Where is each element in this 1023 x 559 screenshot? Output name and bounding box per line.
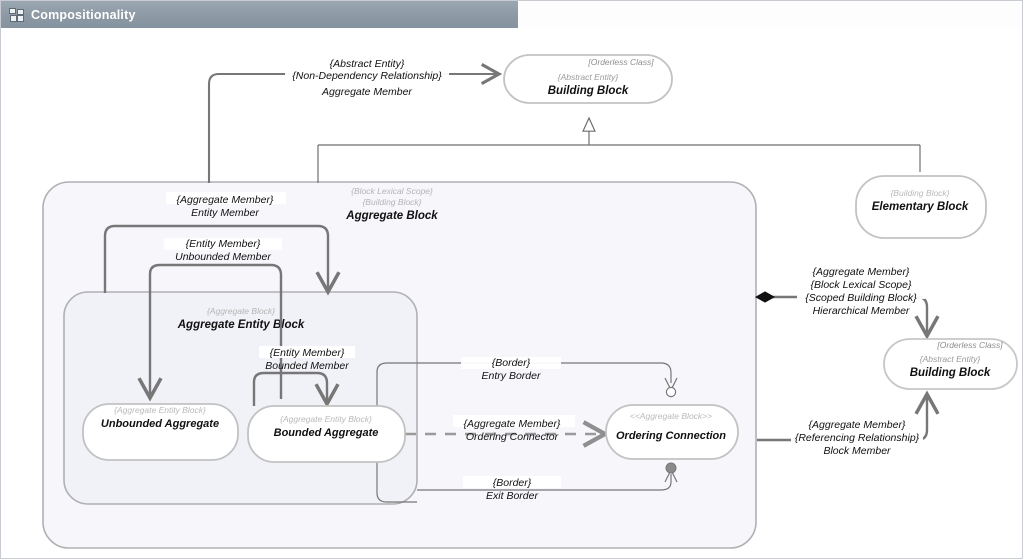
window-title: Compositionality [31,7,136,22]
bounded-aggregate-stereotype: {Aggregate Entity Block} [280,414,372,424]
bounded-aggregate-name: Bounded Aggregate [274,427,379,439]
edge-exit-border-line1: {Border} [493,477,532,489]
node-ordering-connection[interactable]: <<Aggregate Block>> Ordering Connection [605,404,739,460]
edge-bounded-member-line1: {Entity Member} [270,347,345,359]
edge-exit-border[interactable]: {Border} Exit Border [417,462,678,502]
edge-block-member-line3: Block Member [823,445,891,457]
composite-nodes-icon [9,7,24,22]
composition-diamond [754,291,776,303]
edge-bounded-member[interactable]: {Entity Member} Bounded Member [252,346,355,408]
edge-entry-border-line1: {Border} [492,357,531,369]
container-aggregate-entity-block[interactable]: {Aggregate Block} Aggregate Entity Block [63,291,418,505]
ordering-connection-name: Ordering Connection [616,430,726,442]
edge-unbounded-member[interactable]: {Entity Member} Unbounded Member [137,238,283,402]
node-bounded-aggregate[interactable]: {Aggregate Entity Block} Bounded Aggrega… [247,405,406,463]
aggregate-block-stereotype-1: {Block Lexical Scope} [351,186,433,196]
edge-hierarchical-member-line4: Hierarchical Member [813,305,910,317]
elementary-block-stereotype: {Building Block} [890,188,949,198]
building-block-right-keyword: [Orderless Class] [936,340,1003,350]
node-unbounded-aggregate[interactable]: {Aggregate Entity Block} Unbounded Aggre… [82,403,239,461]
edge-aggregate-member-top-line2: {Non-Dependency Relationship} [292,70,442,82]
elementary-block-name: Elementary Block [872,201,969,213]
aggregate-entity-block-stereotype: {Aggregate Block} [207,306,275,316]
diagram-canvas[interactable]: {Block Lexical Scope} {Building Block} A… [1,28,1022,558]
ordering-connection-stereotype: <<Aggregate Block>> [630,411,712,421]
edge-ordering-connector-line2: Ordering Connector [466,431,559,443]
node-building-block-right[interactable]: [Orderless Class] {Abstract Entity} Buil… [883,338,1018,390]
edge-unbounded-member-line2: Unbounded Member [175,251,271,263]
edge-entity-member-line2: Entity Member [191,207,259,219]
edge-block-member[interactable]: {Aggregate Member} {Referencing Relation… [757,390,940,457]
building-block-right-name: Building Block [910,367,991,379]
building-block-top-name: Building Block [548,85,629,97]
edge-block-member-line1: {Aggregate Member} [809,419,906,431]
edge-aggregate-member-top-line1: {Abstract Entity} [330,58,405,70]
edge-entry-border-line2: Entry Border [482,370,541,382]
edge-hierarchical-member-line3: {Scoped Building Block} [805,292,917,304]
node-building-block-top[interactable]: [Orderless Class] {Abstract Entity} Buil… [503,54,673,104]
generalization-tree[interactable] [317,116,921,183]
diagram-svg: {Block Lexical Scope} {Building Block} A… [42,54,1018,549]
edge-hierarchical-member-line1: {Aggregate Member} [813,266,910,278]
edge-unbounded-member-line1: {Entity Member} [186,238,261,250]
window-titlebar[interactable]: Compositionality [1,1,518,28]
edge-entity-member-line1: {Aggregate Member} [177,194,274,206]
building-block-right-stereotype: {Abstract Entity} [920,354,981,364]
entry-border-hollow-ball [665,386,677,398]
edge-hierarchical-member-line2: {Block Lexical Scope} [811,279,912,291]
node-elementary-block[interactable]: {Building Block} Elementary Block [855,175,987,239]
edge-aggregate-member-top-line3: Aggregate Member [321,86,412,98]
aggregate-entity-block-name: Aggregate Entity Block [177,319,305,331]
edge-block-member-line2: {Referencing Relationship} [795,432,920,444]
building-block-top-keyword: [Orderless Class] [587,57,654,67]
edge-aggregate-member-top[interactable]: {Abstract Entity} {Non-Dependency Relati… [207,58,503,183]
unbounded-aggregate-name: Unbounded Aggregate [101,418,219,430]
edge-bounded-member-line2: Bounded Member [265,360,349,372]
edge-entity-member[interactable]: {Aggregate Member} Entity Member [103,192,341,296]
exit-border-filled-ball [665,462,677,474]
aggregate-block-stereotype-2: {Building Block} [362,197,421,207]
edge-ordering-connector[interactable]: {Aggregate Member} Ordering Connector [405,415,610,448]
edge-exit-border-line2: Exit Border [486,490,538,502]
aggregate-block-name: Aggregate Block [345,210,438,222]
building-block-top-stereotype: {Abstract Entity} [558,72,619,82]
edge-hierarchical-member[interactable]: {Aggregate Member} {Block Lexical Scope}… [754,266,940,340]
unbounded-aggregate-stereotype: {Aggregate Entity Block} [114,405,206,415]
edge-ordering-connector-line1: {Aggregate Member} [464,418,561,430]
